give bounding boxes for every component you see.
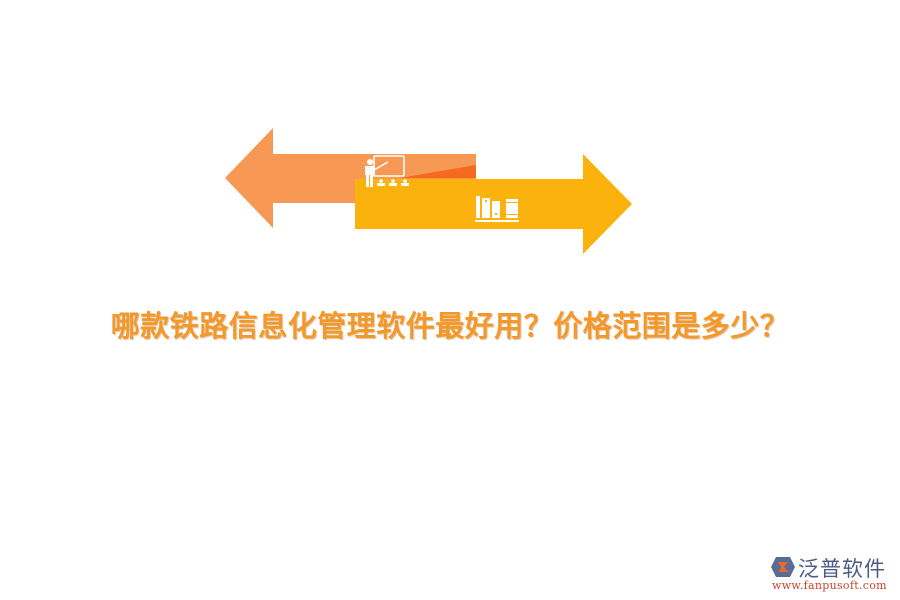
bookshelf-icon [475, 196, 519, 222]
brand-logo: 泛普软件 www.fanpusoft.com [768, 553, 898, 593]
logo-name: 泛普软件 [798, 557, 886, 581]
page-headline: 哪款铁路信息化管理软件最好用？价格范围是多少？ [110, 309, 790, 343]
teacher-presentation-icon [365, 155, 409, 187]
logo-url: www.fanpusoft.com [772, 579, 887, 592]
logo-mark-icon [771, 557, 795, 577]
